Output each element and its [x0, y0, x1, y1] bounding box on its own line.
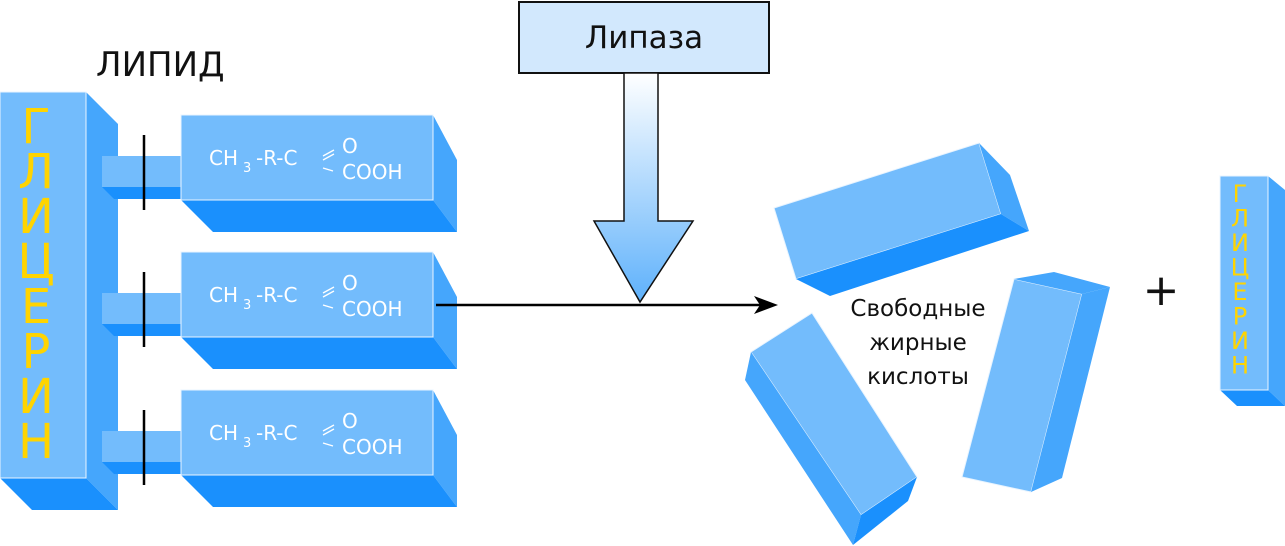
- glycerol-product-letter: Р: [1233, 303, 1247, 331]
- formula-subscript: 3: [243, 161, 251, 176]
- down-arrow-icon: [592, 72, 695, 304]
- glycerol-product-letter: Г: [1233, 180, 1248, 208]
- glycerol-letter: И: [18, 189, 54, 245]
- formula-subscript: 3: [243, 436, 251, 451]
- glycerol-product-letter: Н: [1231, 352, 1249, 380]
- formula-rest: -R-C: [256, 421, 297, 445]
- glycerol-product-letter: Л: [1231, 205, 1249, 233]
- glycerol-product-letter: Ц: [1231, 254, 1250, 282]
- formula-rest: -R-C: [256, 146, 297, 170]
- glycerol-letter: Ц: [17, 234, 54, 290]
- formula-top-group: O: [342, 409, 358, 433]
- formula-main: CH: [209, 283, 238, 307]
- formula-bottom-group: COOH: [342, 297, 403, 321]
- glycerol-product-letter: И: [1231, 327, 1249, 355]
- glycerol-letter: Г: [21, 99, 50, 155]
- formula-bottom-group: COOH: [342, 160, 403, 184]
- free-fatty-acid-3: [961, 272, 1110, 493]
- glycerol-letter: Е: [21, 279, 51, 335]
- lipase-enzyme: Липаза: [518, 1, 770, 304]
- formula-subscript: 3: [243, 298, 251, 313]
- free-fatty-acids-caption-line-2: жирные: [869, 330, 967, 356]
- reaction-arrow: [436, 296, 778, 314]
- glycerol-letter: И: [18, 369, 54, 425]
- formula-main: CH: [209, 146, 238, 170]
- formula-rest: -R-C: [256, 283, 297, 307]
- formula-main: CH: [209, 421, 238, 445]
- lipid-title: ЛИПИД: [96, 45, 225, 85]
- free-fatty-acids-caption-line-3: кислоты: [867, 364, 969, 390]
- free-fatty-acid-2: [745, 312, 918, 545]
- formula-top-group: O: [342, 134, 358, 158]
- glycerol-product-letter: И: [1231, 229, 1249, 257]
- plus-sign: +: [1143, 265, 1180, 316]
- free-fatty-acid-1: [773, 142, 1029, 296]
- lipase-label: Липаза: [585, 20, 703, 56]
- formula-bottom-group: COOH: [342, 435, 403, 459]
- glycerol-letter: Р: [22, 324, 51, 380]
- glycerol-letter: Н: [18, 414, 54, 470]
- glycerol-product-letter: Е: [1232, 278, 1247, 306]
- lipase-box: [518, 1, 770, 74]
- free-fatty-acids-caption-line-1: Свободные: [850, 296, 985, 322]
- formula-top-group: O: [342, 271, 358, 295]
- glycerol-letter: Л: [18, 144, 54, 200]
